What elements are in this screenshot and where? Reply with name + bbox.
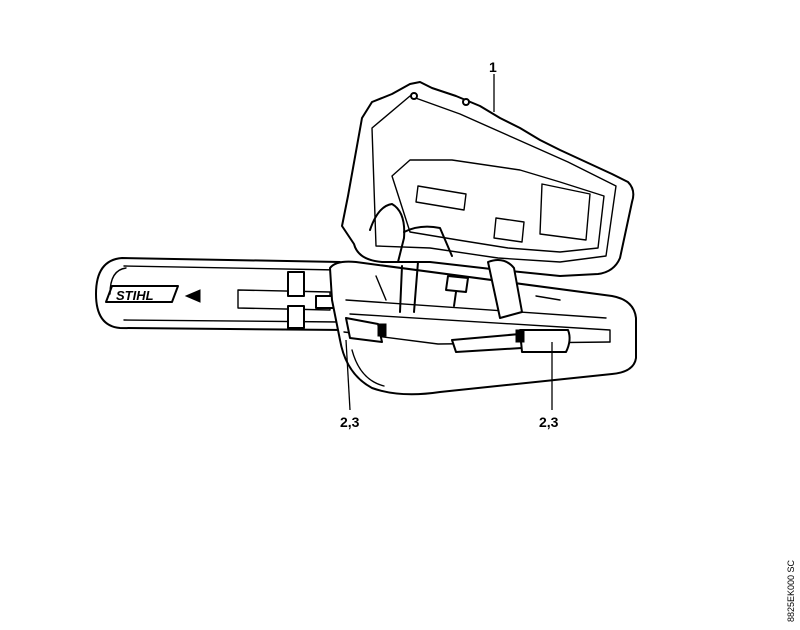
guide-bar: STIHL [95,257,346,331]
callout-latch-right: 2,3 [539,414,559,430]
leader-latch-left [345,339,351,411]
leader-lines [345,74,553,411]
document-reference: 8825EK000 SC [784,532,798,622]
case-lid [341,81,635,277]
bar-logo-text: STIHL [116,288,154,303]
case-latch-left [345,317,387,343]
callout-lid: 1 [489,59,497,75]
callout-latch-left: 2,3 [340,414,360,430]
case-latch-right [451,329,571,353]
document-reference-text: 8825EK000 SC [786,559,796,622]
saw-in-case [369,203,561,319]
